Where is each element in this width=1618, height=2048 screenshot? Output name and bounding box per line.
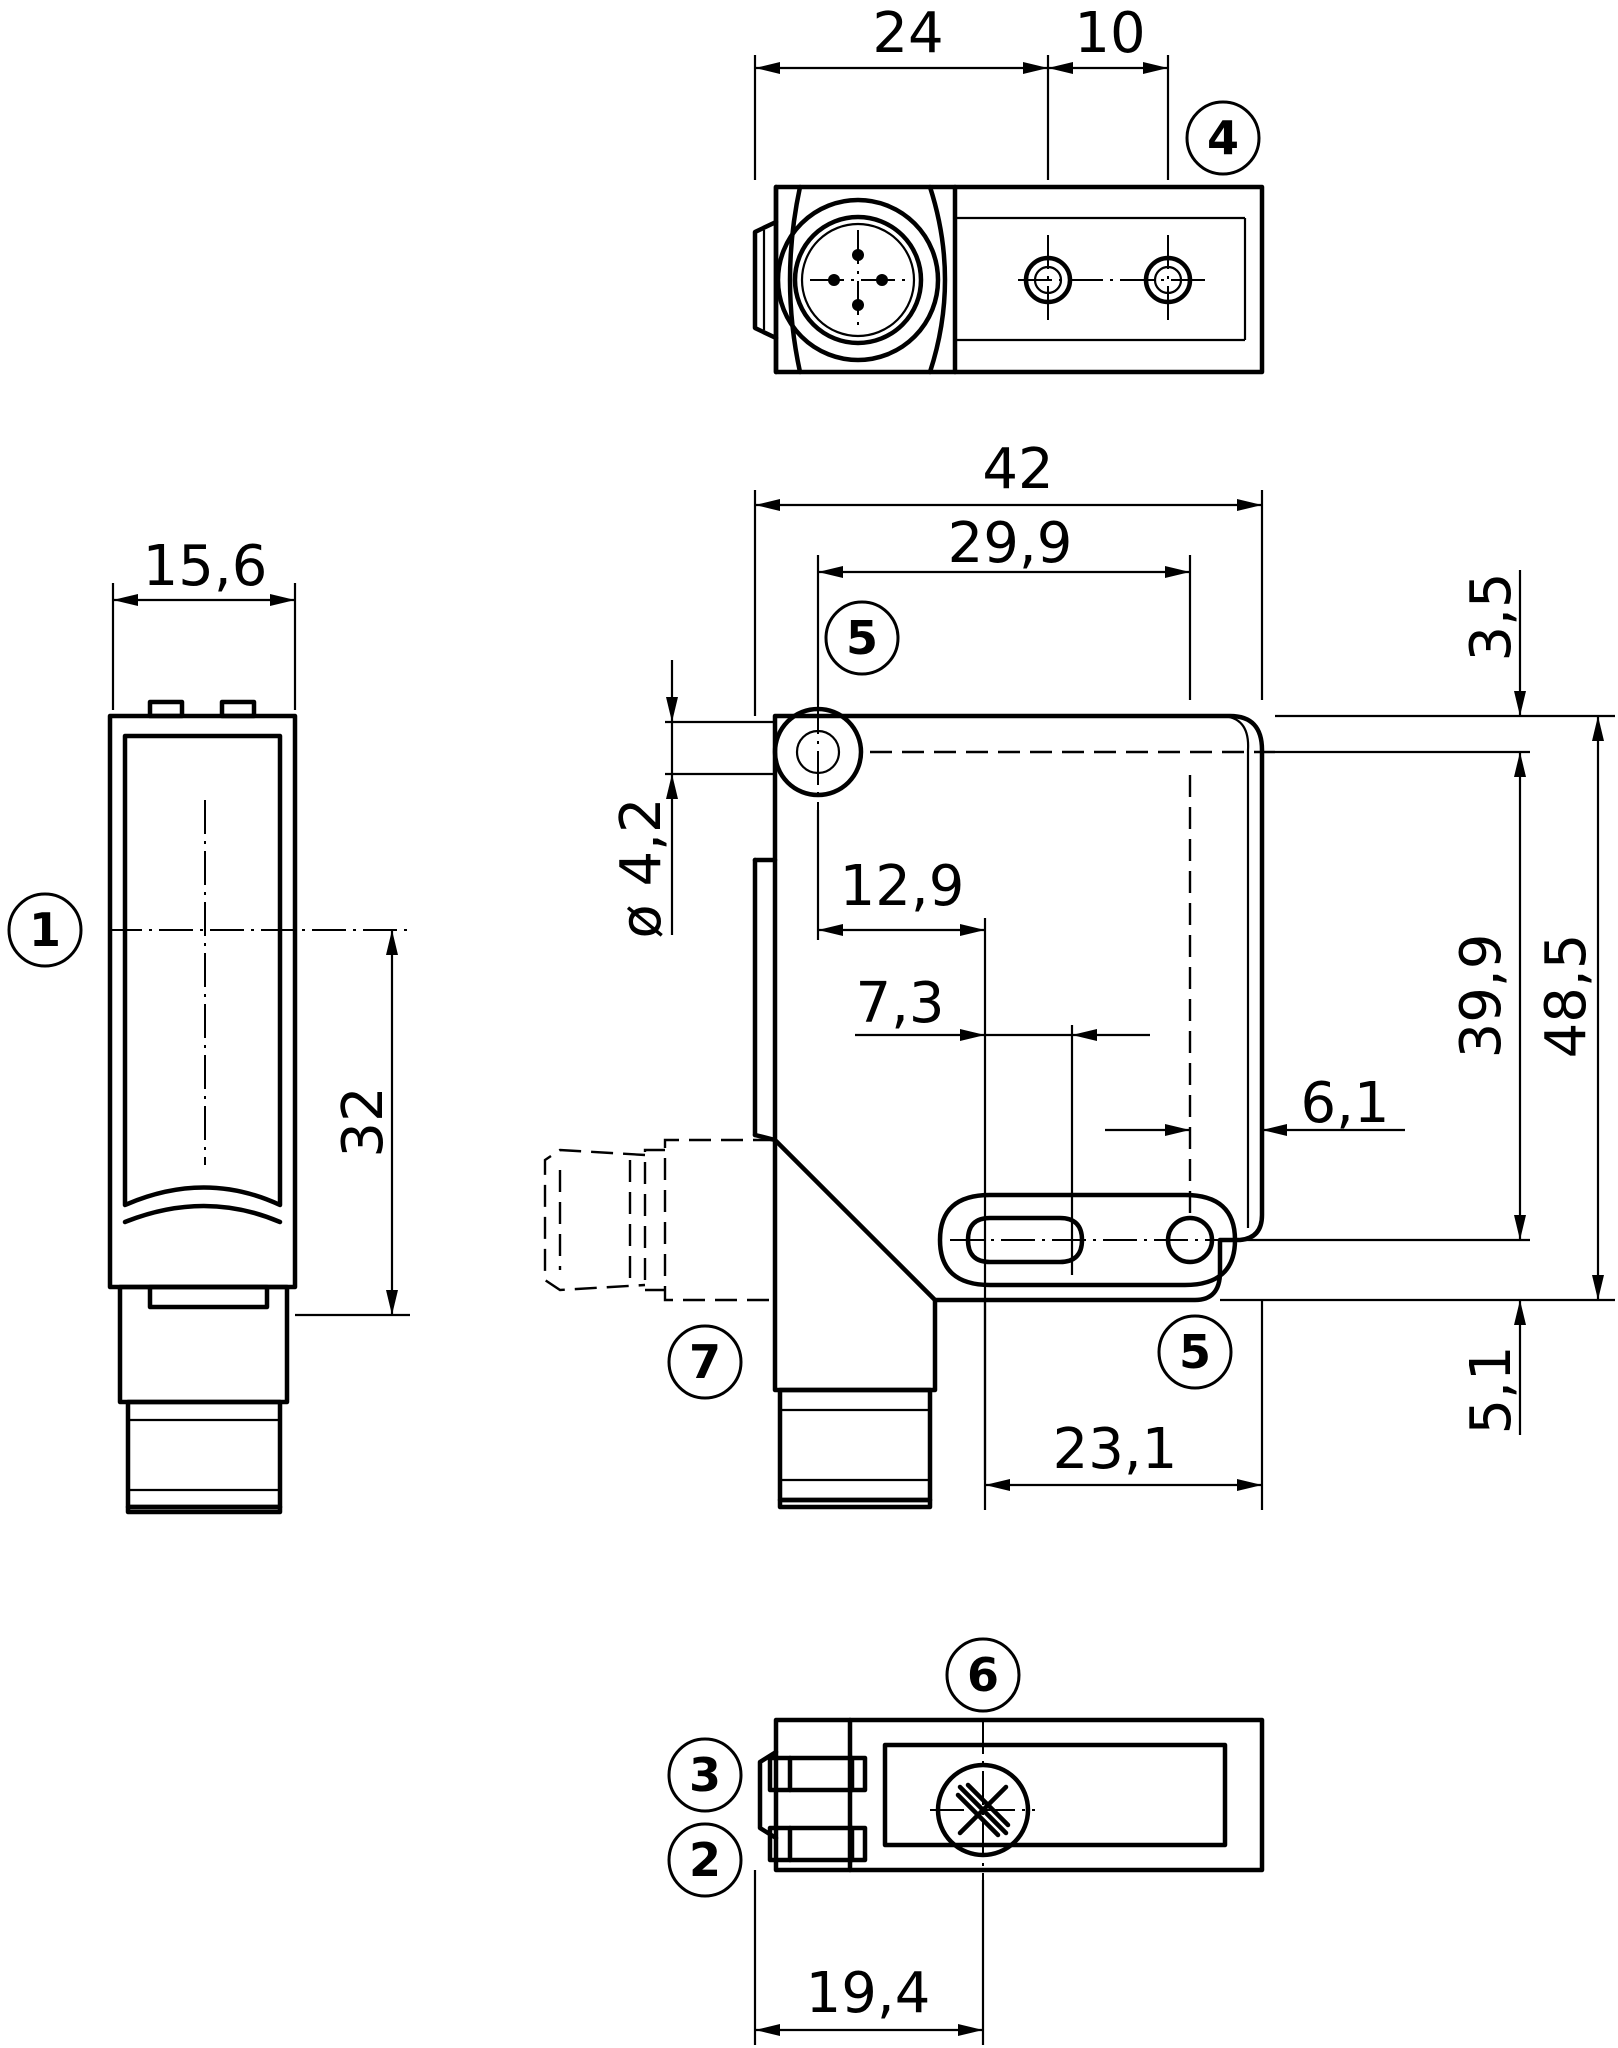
callout-4: 4	[1207, 111, 1239, 165]
dim-top-offset: 3,5	[1459, 572, 1524, 661]
dim-slot-length: 7,3	[855, 971, 944, 1036]
dim-edge-offset: 6,1	[1300, 1071, 1389, 1136]
callout-5-bottom: 5	[1179, 1325, 1211, 1379]
dim-top-right: 10	[1074, 1, 1145, 66]
front-view: 42 29,9 5 ø 4,2 12,9 7,3 6	[543, 437, 1615, 1510]
dim-hole-to-hole-vertical: 39,9	[1449, 934, 1514, 1059]
callout-3: 3	[689, 1748, 721, 1802]
callout-5-top: 5	[846, 611, 878, 665]
dim-optical-axis: 32	[331, 1086, 396, 1157]
side-view: 15,6 32 1	[7, 534, 410, 1515]
bottom-view: 19,4 6 3 2	[667, 1637, 1265, 2045]
dim-top-left: 24	[872, 1, 943, 66]
dim-width-total: 42	[982, 437, 1053, 502]
callout-1: 1	[29, 903, 61, 957]
callout-2: 2	[689, 1833, 721, 1887]
connector-m8	[775, 197, 941, 363]
callout-7: 7	[689, 1335, 721, 1389]
dim-bottom-view-width: 19,4	[806, 1961, 931, 2026]
dim-slot-offset: 12,9	[840, 854, 965, 919]
dim-side-width: 15,6	[143, 534, 268, 599]
top-view: 24 10 4	[752, 1, 1265, 375]
dim-hole-spacing: 29,9	[948, 511, 1073, 576]
dim-hole-diameter: ø 4,2	[609, 797, 674, 938]
callout-6: 6	[967, 1648, 999, 1702]
dim-lower-offset: 23,1	[1053, 1417, 1178, 1482]
dim-bottom-offset: 5,1	[1459, 1345, 1524, 1434]
dim-height-total: 48,5	[1534, 934, 1599, 1059]
